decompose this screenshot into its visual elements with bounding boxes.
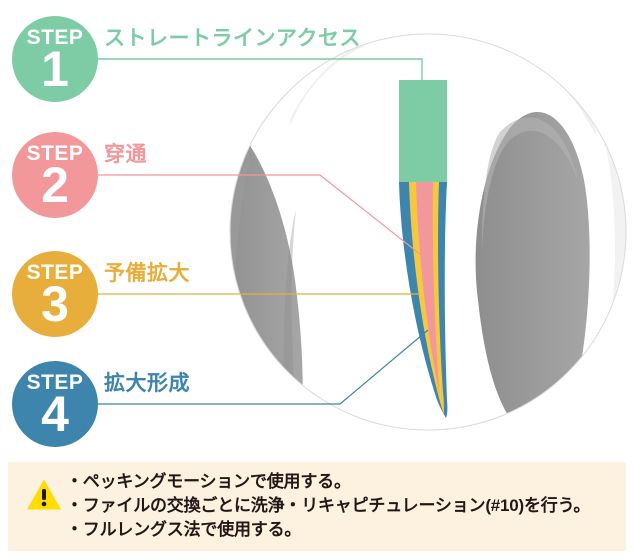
- step-badge-word-1: STEP: [26, 26, 84, 49]
- root-right-dentin: [447, 182, 474, 430]
- tooth-anatomy-group: [230, 34, 626, 430]
- step-badge-2[interactable]: STEP 2: [12, 132, 98, 218]
- step-badge-word-2: STEP: [26, 142, 84, 165]
- magnifier-circle-outline: [229, 33, 627, 431]
- step-badge-3[interactable]: STEP 3: [12, 251, 98, 337]
- connector-line-step2: [96, 174, 431, 263]
- step-row-4: STEP 4 拡大形成: [0, 361, 634, 461]
- canal-pink-layer: [416, 182, 442, 410]
- step-badge-1[interactable]: STEP 1: [12, 16, 98, 102]
- step-badge-word-3: STEP: [26, 261, 84, 284]
- note-line: ・ペッキングモーションで使用する。: [66, 472, 351, 491]
- tooth-cross-section-illustration: [96, 33, 627, 431]
- step-label-2: 穿通: [104, 143, 147, 166]
- step-badge-number-2: 2: [41, 157, 69, 213]
- bone-right: [475, 112, 590, 430]
- step-label-1: ストレートラインアクセス: [104, 27, 361, 50]
- connector-line-step1: [96, 58, 423, 150]
- access-cavity-green: [399, 80, 447, 206]
- note-panel: ・ペッキングモーションで使用する。 ・ファイルの交換ごとに洗浄・リキャピチュレー…: [8, 462, 626, 551]
- step-row-2: STEP 2 穿通: [0, 132, 634, 232]
- step-badge-number-1: 1: [41, 41, 69, 97]
- warning-triangle-icon: [27, 479, 61, 510]
- note-line: ・ファイルの交換ごとに洗浄・リキャピチュレーション(#10)を行う。: [66, 496, 591, 515]
- step-badge-number-4: 4: [41, 386, 69, 442]
- step-row-3: STEP 3 予備拡大: [0, 251, 634, 351]
- connector-line-step4: [96, 329, 429, 405]
- step-badge-word-4: STEP: [26, 371, 84, 394]
- note-line-list: ・ペッキングモーションで使用する。 ・ファイルの交換ごとに洗浄・リキャピチュレー…: [66, 470, 616, 542]
- step-row-1: STEP 1 ストレートラインアクセス: [0, 16, 634, 116]
- root-left-dentin: [372, 182, 390, 430]
- step-badge-number-3: 3: [41, 276, 69, 332]
- note-line: ・フルレングス法で使用する。: [66, 520, 302, 539]
- step-badge-4[interactable]: STEP 4: [12, 361, 98, 447]
- step-label-4: 拡大形成: [104, 372, 190, 395]
- step-label-3: 予備拡大: [104, 262, 190, 285]
